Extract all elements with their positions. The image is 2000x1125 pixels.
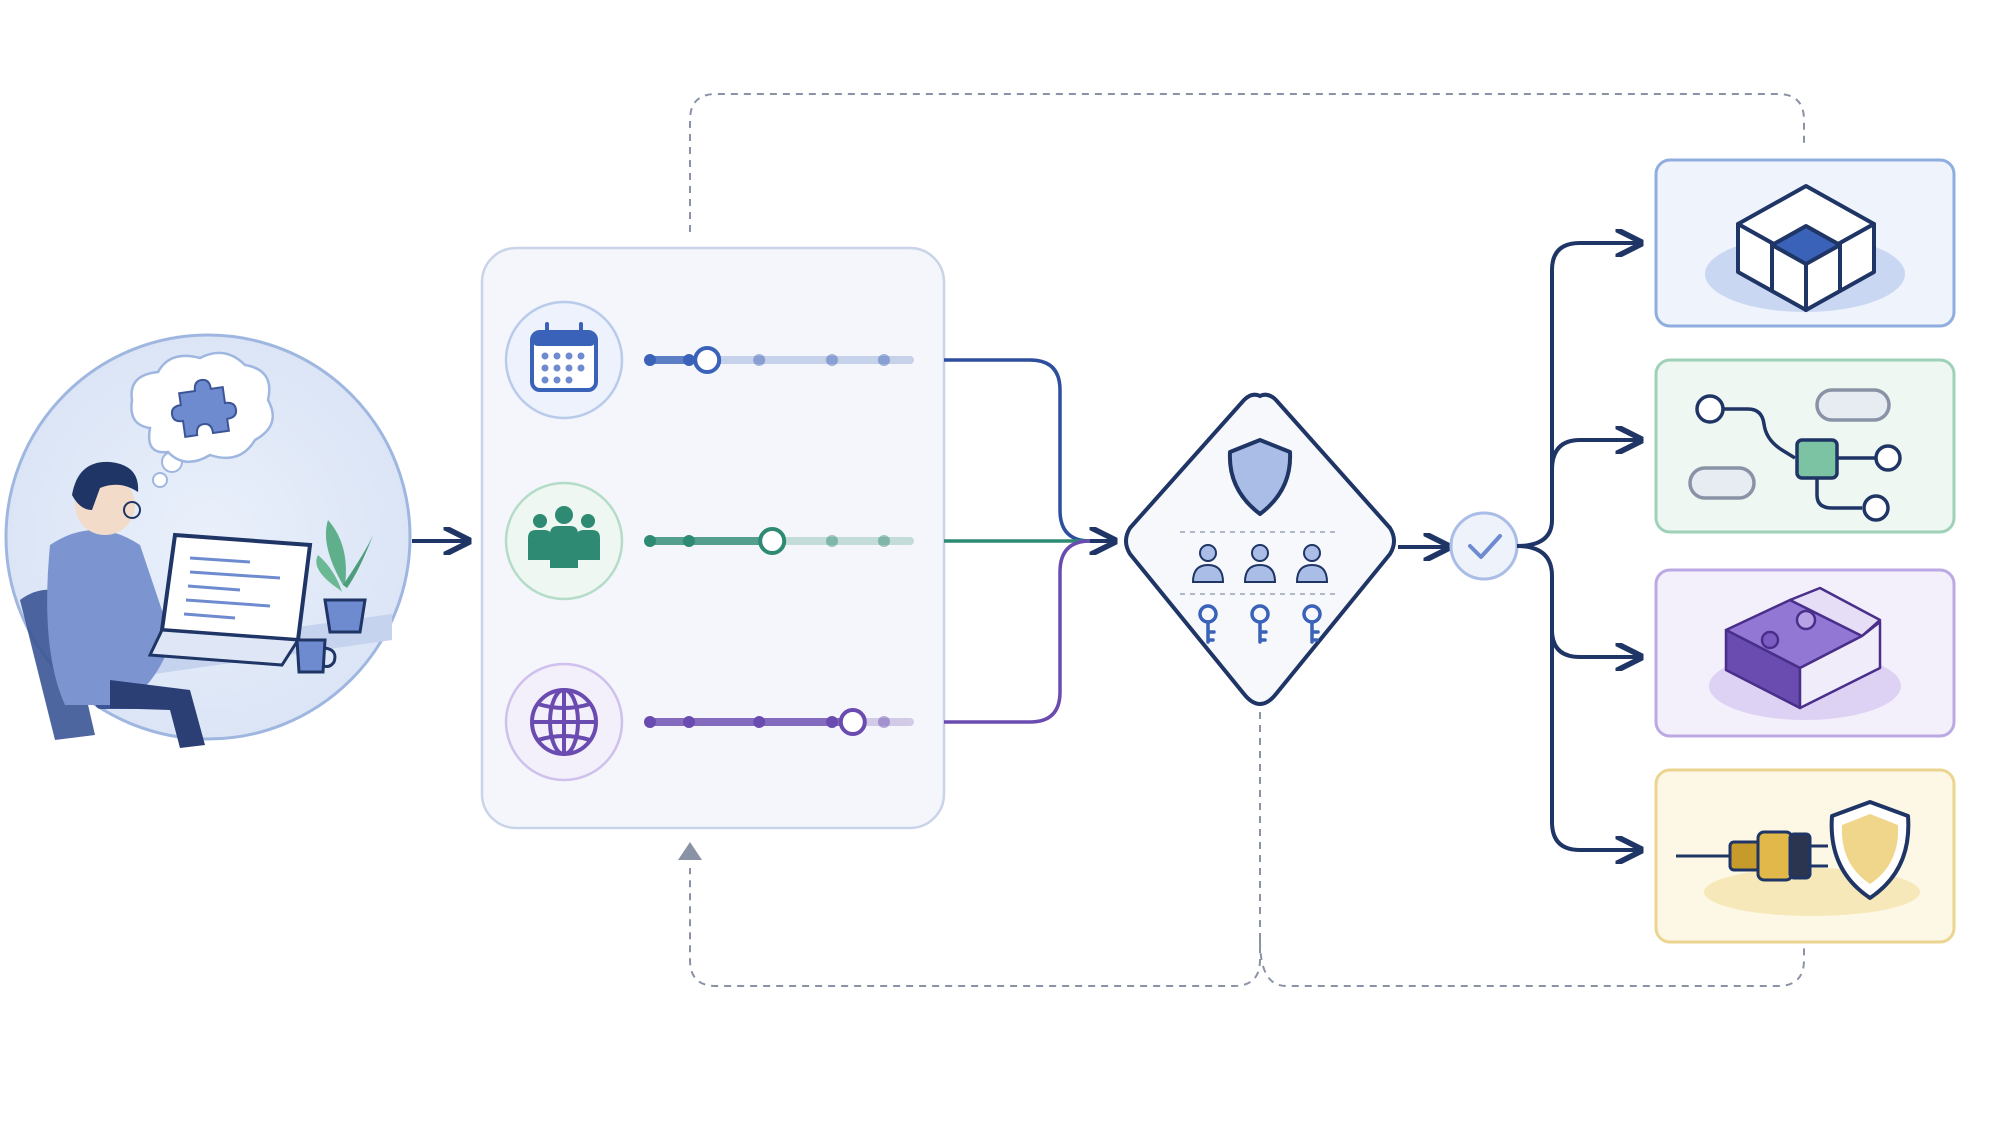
slider-handle-globe[interactable] [838, 708, 867, 736]
slider-stop-calendar-0 [644, 354, 656, 366]
user-icon [1191, 544, 1225, 583]
slider-stop-globe-3 [826, 716, 838, 728]
puzzle-block-icon [1724, 586, 1882, 710]
slider-stop-calendar-4 [878, 354, 890, 366]
slider-stop-globe-4 [878, 716, 890, 728]
connector-globe [944, 539, 1108, 724]
thought-bubble-icon [130, 351, 274, 488]
input-sliders [644, 346, 914, 736]
coffee-mug-icon [295, 638, 337, 674]
laptop-icon [159, 532, 313, 643]
slider-stop-calendar-3 [826, 354, 838, 366]
fan-out-branches [1516, 243, 1638, 850]
connector-calendar [944, 358, 1108, 543]
workflow-icon [1688, 388, 1902, 522]
user-icons [1191, 544, 1329, 583]
slider-stop-people-4 [878, 535, 890, 547]
slider-stop-globe-0 [644, 716, 656, 728]
puzzle-icon [170, 378, 238, 438]
cube-icon [1736, 184, 1876, 312]
check-icon [1468, 534, 1502, 559]
key-icon [1302, 604, 1322, 644]
developer-illustration [4, 333, 412, 748]
feedback-loop-top [689, 93, 1805, 232]
user-icon [1295, 544, 1329, 583]
plant-icon [316, 520, 375, 634]
slider-handle-calendar[interactable] [693, 346, 722, 374]
checkpoint [1449, 511, 1519, 581]
feedback-loop-bottom [678, 712, 1805, 987]
output-card-puzzle [1654, 568, 1956, 738]
user-icon [1243, 544, 1277, 583]
slider-handle-people[interactable] [758, 527, 787, 555]
shield-icon [1829, 800, 1911, 900]
people-row [504, 481, 624, 601]
slider-stop-calendar-2 [753, 354, 766, 366]
slider-stop-people-0 [644, 535, 656, 547]
globe-row [504, 662, 624, 782]
key-icons [1198, 604, 1322, 644]
key-icon [1250, 604, 1270, 644]
shield-icon [1227, 438, 1293, 516]
output-card-security [1654, 768, 1956, 944]
access-gate [1124, 392, 1396, 707]
calendar-icon [530, 322, 598, 392]
slider-stop-people-1 [683, 535, 695, 547]
globe-icon [530, 688, 598, 756]
slider-stop-globe-2 [753, 716, 766, 728]
output-card-workflow [1654, 358, 1956, 534]
feedback-arrow-head [678, 842, 702, 860]
slider-stop-calendar-1 [683, 354, 695, 366]
people-group-icon [528, 506, 600, 568]
plug-icon [1676, 830, 1828, 882]
key-icon [1198, 604, 1218, 644]
slider-stop-globe-1 [683, 716, 695, 728]
calendar-row [504, 300, 624, 420]
output-card-cube [1654, 158, 1956, 328]
slider-stop-people-3 [826, 535, 838, 547]
